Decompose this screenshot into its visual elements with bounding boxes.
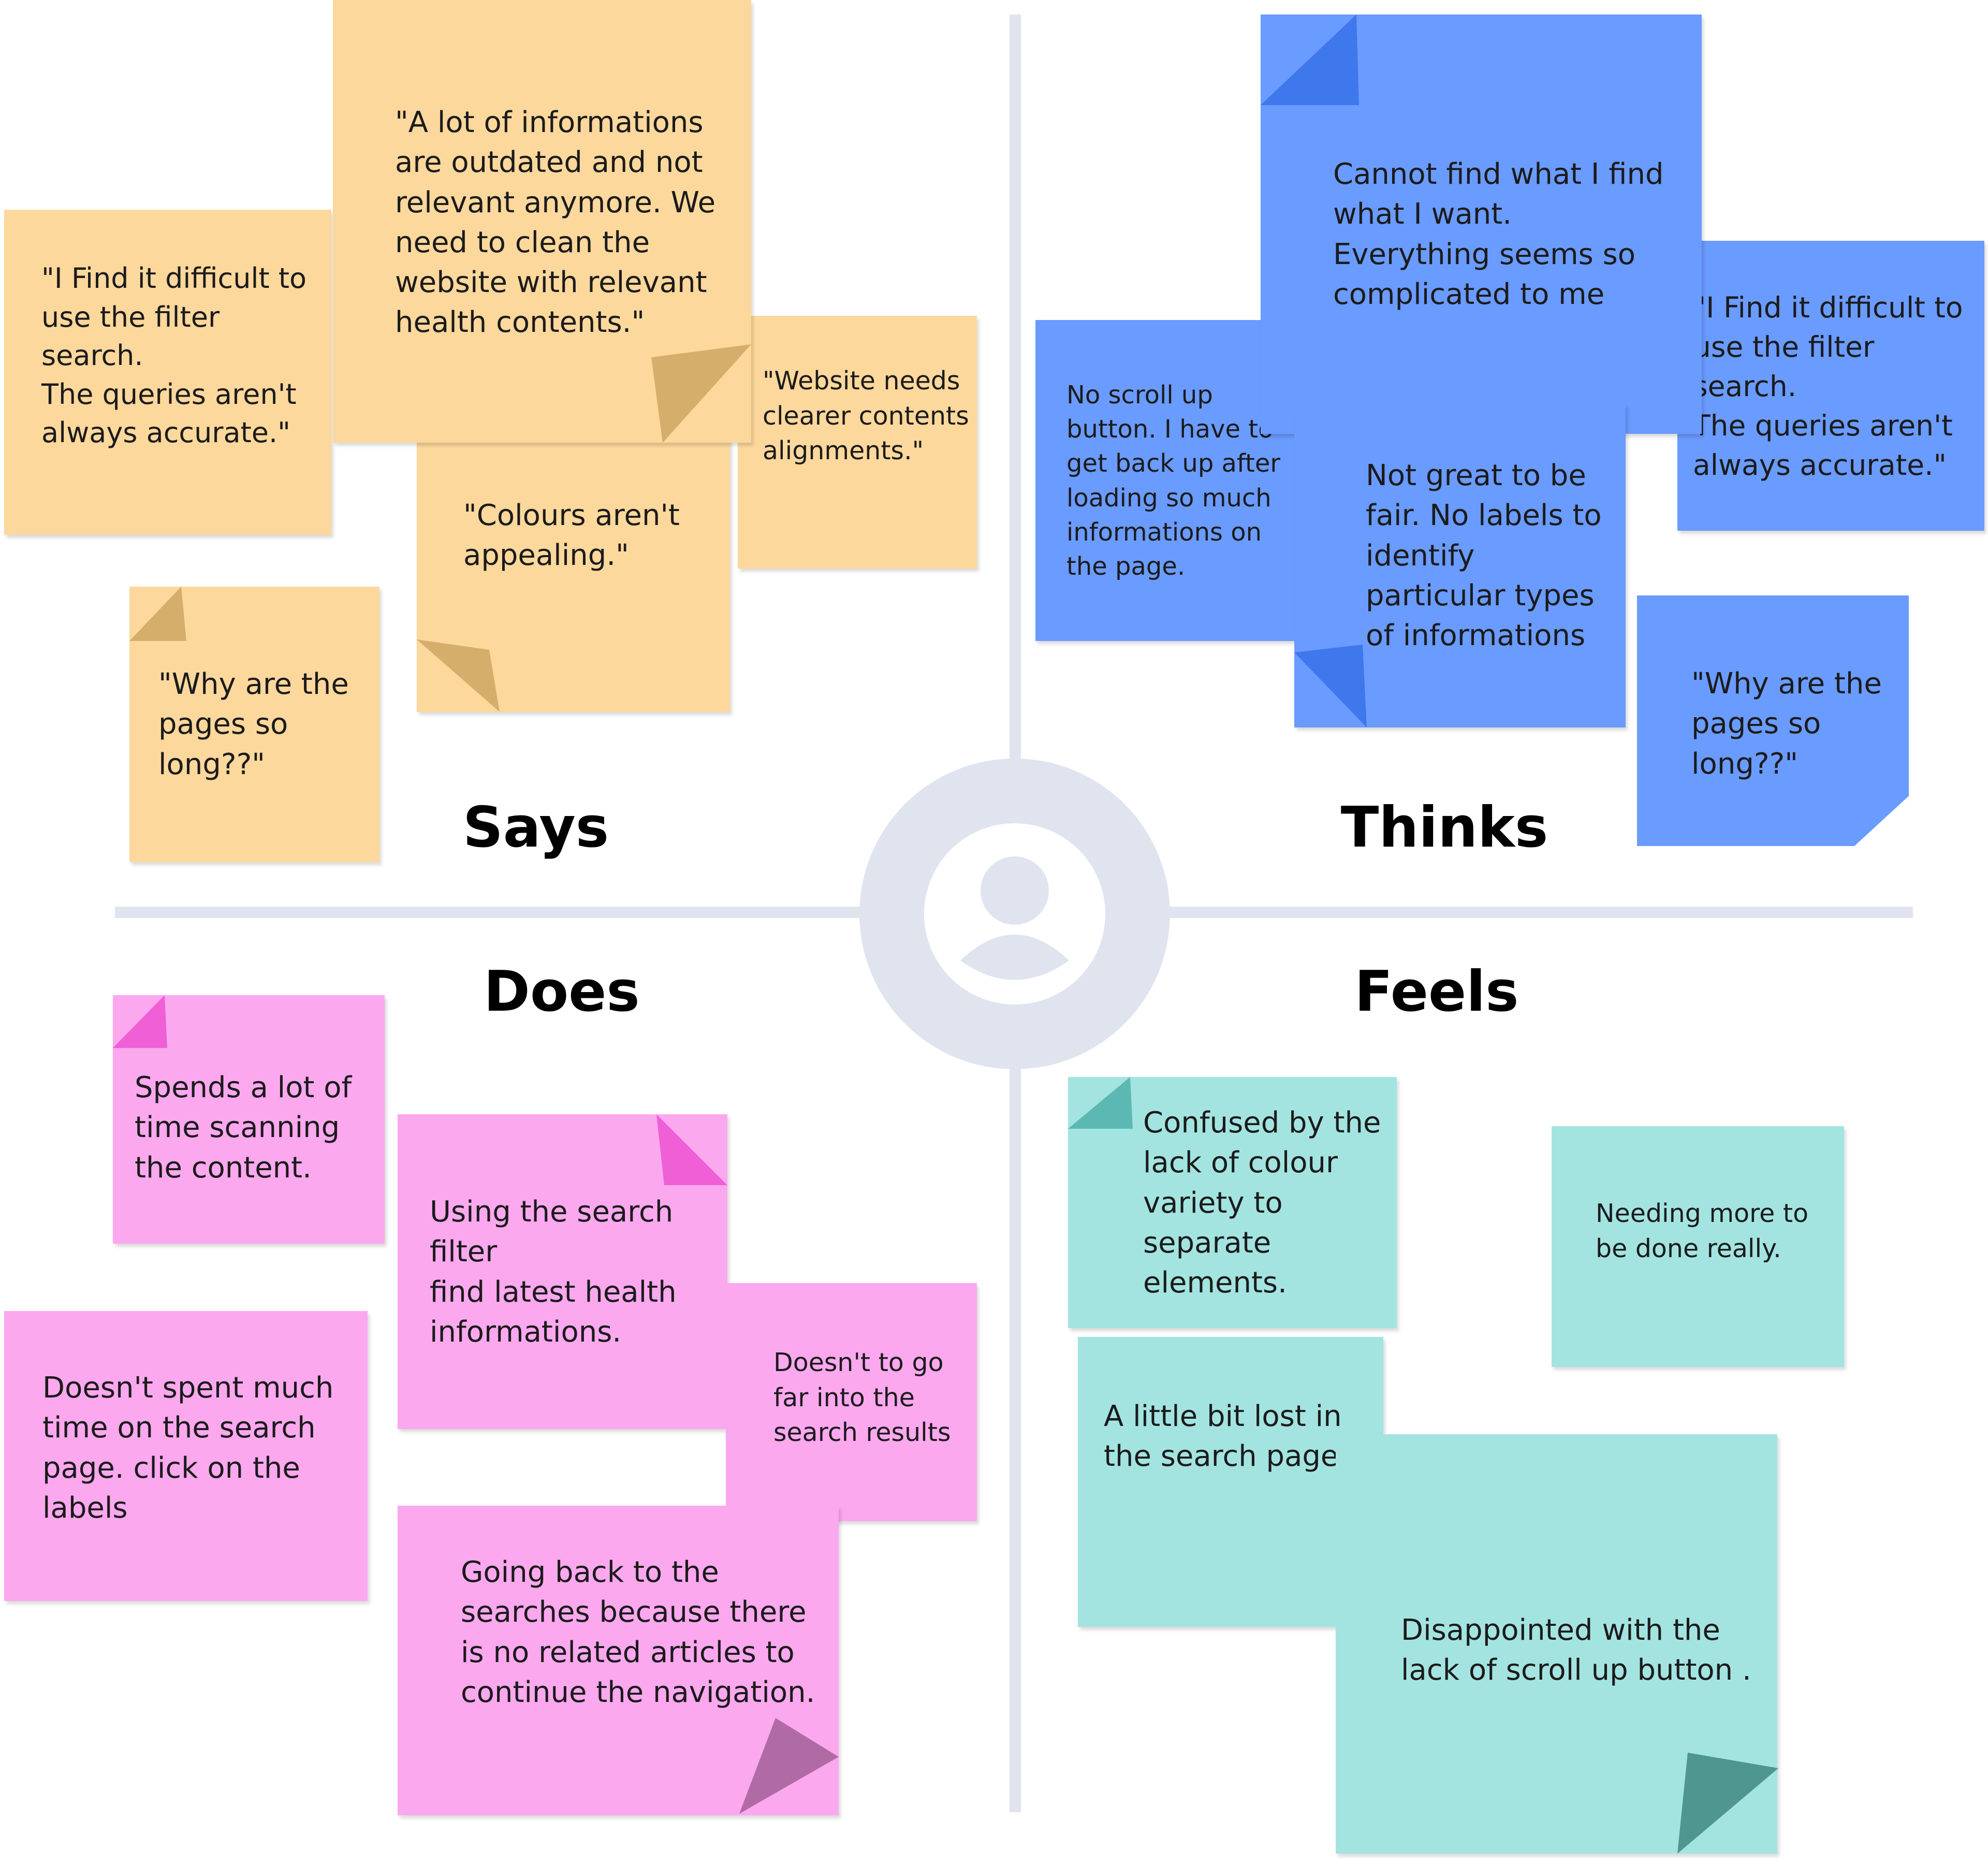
note-text: Cannot find what I find what I want. Eve…: [1333, 157, 1664, 311]
sticky-note[interactable]: Needing more to be done really.: [1552, 1126, 1844, 1367]
note-text: A little bit lost in the search page .: [1104, 1400, 1357, 1474]
horizontal-divider-right: [1165, 907, 1913, 918]
folded-corner-icon: [1294, 645, 1367, 727]
folded-corner-icon: [1068, 1077, 1133, 1129]
folded-corner-icon: [417, 639, 500, 712]
folded-corner-icon: [1677, 1753, 1778, 1854]
sticky-note[interactable]: "Why are the pages so long??": [129, 587, 379, 862]
note-text: "I Find it difficult to use the filter s…: [41, 262, 307, 449]
note-text: No scroll up button. I have to get back …: [1066, 381, 1281, 581]
folded-corner-icon: [1261, 14, 1359, 105]
sticky-note[interactable]: "A lot of informations are outdated and …: [333, 0, 751, 443]
sticky-note[interactable]: A little bit lost in the search page .: [1078, 1337, 1383, 1627]
folded-corner-icon: [129, 587, 186, 641]
horizontal-divider-left: [115, 907, 866, 918]
folded-corner-icon: [651, 344, 751, 443]
note-text: Disappointed with the lack of scroll up …: [1401, 1613, 1751, 1687]
sticky-note[interactable]: Cannot find what I find what I want. Eve…: [1261, 14, 1702, 434]
folded-corner-icon: [656, 1114, 727, 1185]
note-text: Needing more to be done really.: [1596, 1199, 1809, 1263]
quadrant-label-does: Does: [484, 959, 640, 1024]
note-text: Not great to be fair. No labels to ident…: [1366, 459, 1602, 653]
quadrant-label-thinks: Thinks: [1340, 795, 1548, 860]
sticky-note[interactable]: Not great to be fair. No labels to ident…: [1294, 404, 1626, 727]
sticky-note[interactable]: Doesn't to go far into the search result…: [726, 1283, 977, 1521]
note-text: "Why are the pages so long??": [1691, 667, 1882, 781]
sticky-note[interactable]: "I Find it difficult to use the filter s…: [1677, 241, 1984, 531]
note-text: Going back to the searches because there…: [461, 1555, 815, 1709]
sticky-note[interactable]: Disappointed with the lack of scroll up …: [1336, 1434, 1778, 1854]
vertical-divider-top: [1010, 14, 1021, 760]
sticky-note[interactable]: Spends a lot of time scanning the conten…: [113, 995, 385, 1244]
note-text: Spends a lot of time scanning the conten…: [135, 1071, 352, 1185]
note-text: "A lot of informations are outdated and …: [395, 106, 716, 340]
vertical-divider-bottom: [1010, 1067, 1021, 1812]
note-text: "Website needs clearer contents alignmen…: [763, 366, 969, 466]
quadrant-label-feels: Feels: [1354, 959, 1519, 1024]
sticky-note[interactable]: Going back to the searches because there…: [398, 1506, 839, 1815]
note-text: "I Find it difficult to use the filter s…: [1693, 291, 1963, 482]
note-text: Confused by the lack of colour variety t…: [1143, 1106, 1381, 1300]
folded-corner-icon: [113, 995, 167, 1048]
sticky-note[interactable]: Using the search filter find latest heal…: [398, 1114, 727, 1429]
folded-corner-icon: [739, 1718, 839, 1814]
note-text: "Why are the pages so long??": [158, 667, 349, 781]
note-text: "Colours aren't appealing.": [463, 499, 680, 573]
note-text: Using the search filter find latest heal…: [430, 1195, 677, 1349]
note-text: Doesn't spent much time on the search pa…: [42, 1371, 334, 1525]
note-text: Doesn't to go far into the search result…: [773, 1348, 951, 1448]
quadrant-label-says: Says: [462, 795, 609, 860]
sticky-note[interactable]: "Why are the pages so long??": [1637, 595, 1909, 846]
user-avatar-icon: [960, 856, 1069, 980]
sticky-note[interactable]: "Website needs clearer contents alignmen…: [738, 316, 977, 569]
sticky-note[interactable]: Confused by the lack of colour variety t…: [1068, 1077, 1397, 1328]
sticky-note[interactable]: "I Find it difficult to use the filter s…: [4, 210, 331, 535]
sticky-note[interactable]: Doesn't spent much time on the search pa…: [4, 1311, 368, 1601]
